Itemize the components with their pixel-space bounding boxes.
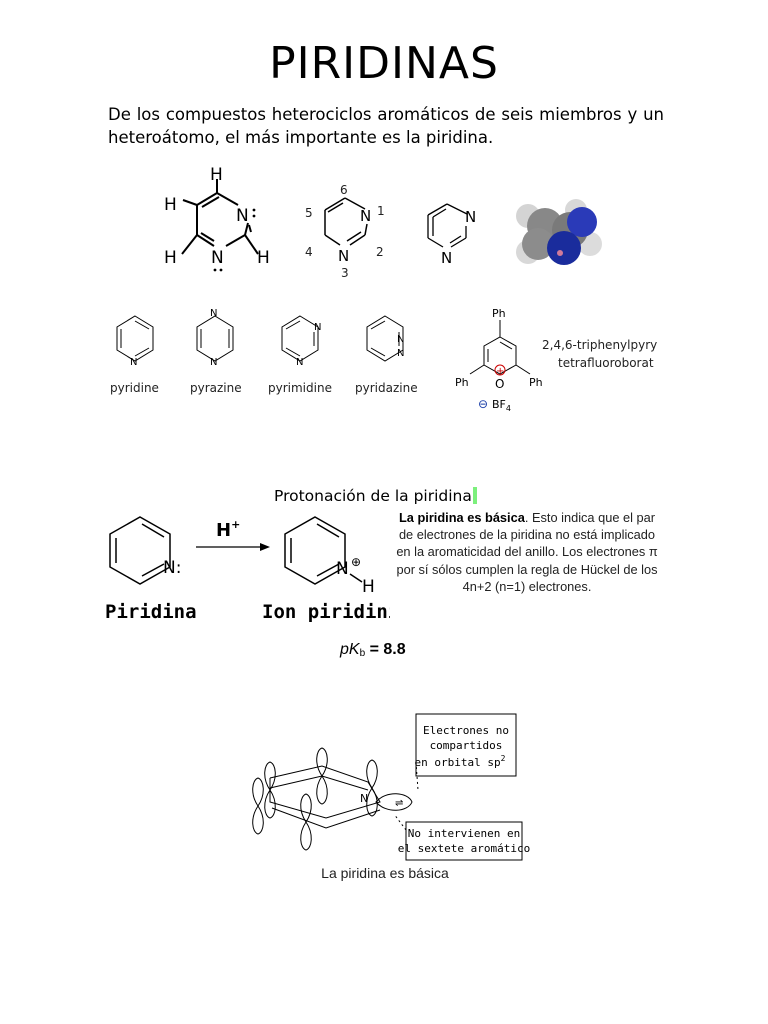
position-6: 6 (340, 183, 348, 197)
position-5: 5 (305, 206, 313, 220)
sextet-box (405, 821, 523, 861)
pyridine-n: N (130, 357, 137, 368)
pyrimidine-row: H H H H N N N N 6 5 1 4 2 3 N N (164, 165, 602, 280)
atom-h-top: H (210, 165, 223, 185)
box2-line-1: No intervienen en (408, 827, 521, 840)
reaction-arrow (260, 543, 270, 551)
atom-n3: N (338, 247, 349, 265)
left-n-atom: N: (163, 558, 181, 578)
ring-p-orbitals (252, 747, 419, 851)
protonation-reaction: N: H+ N ⊕ H Piridina Ion piridinio (105, 516, 390, 623)
pyrimidine-lewis-structure (181, 179, 259, 255)
pyridazine-n-1: N (397, 334, 404, 345)
ph-right: Ph (529, 376, 543, 389)
box2-line-2: el sextete aromático (398, 842, 530, 855)
basicity-bold: La piridina es básica (398, 510, 525, 525)
pyrimidine-numbered (324, 197, 368, 246)
basicity-explanation: La piridina es básica. Esto indica que e… (393, 509, 661, 595)
position-4: 4 (305, 245, 313, 259)
basicity-rest: . Esto indica que el par de electrones d… (396, 510, 658, 594)
atom-h-bottom-left: H (164, 248, 177, 268)
atom-n1: N (360, 207, 371, 225)
page-title: PIRIDINAS (269, 38, 499, 89)
minus-charge: ⊖ (478, 397, 488, 411)
atom-n-upper: N (236, 206, 249, 226)
label-pyrimidine: pyrimidine (268, 381, 332, 395)
label-piridina: Piridina (105, 601, 197, 623)
atom-h-bottom-right: H (257, 248, 270, 268)
pyridazine-structure (366, 315, 404, 362)
pyridazine-n-2: N (397, 348, 404, 359)
azine-row: N pyridine N N pyrazine N N pyrimidine N… (110, 307, 657, 413)
bf4-label: BF4 (492, 398, 511, 413)
orbital-diagram: Electrones no compartidos en orbital sp2… (252, 713, 530, 861)
label-ion-piridinio: Ion piridinio (262, 601, 390, 623)
protonation-title: Protonación de la piridina (274, 487, 477, 505)
pyrazine-structure (196, 315, 234, 362)
pyrimidine-plain (427, 203, 468, 248)
ph-top: Ph (492, 307, 506, 320)
salt-name-line-2: tetrafluoroborat (558, 356, 654, 370)
positive-charge: ⊕ (351, 555, 361, 569)
reagent-h: H+ (216, 518, 240, 541)
pyrazine-n-top: N (210, 308, 217, 319)
box1-line-2: compartidos (430, 739, 503, 752)
pyrimidine-small-structure (281, 315, 319, 362)
right-n-atom: N (336, 559, 349, 579)
pyrimidine-n-1: N (314, 322, 321, 333)
salt-name-line-1: 2,4,6-triphenylpyry (542, 338, 657, 352)
atom-h-left: H (164, 195, 177, 215)
plus-charge: + (496, 366, 504, 377)
atom-n-lower: N (211, 248, 224, 268)
pyrimidine-n-2: N (296, 357, 303, 368)
orbital-caption: La piridina es básica (321, 865, 449, 881)
atom-n-plain-1: N (465, 208, 476, 226)
label-pyridine: pyridine (110, 381, 159, 395)
electron-pair-arrows: ⇌ (395, 798, 403, 809)
pkb-value: pKb = 8.8 (340, 641, 406, 659)
box1-line-1: Electrones no (423, 724, 509, 737)
text-cursor-highlight (472, 487, 477, 504)
pyridinium-ring-right (284, 516, 363, 585)
position-3: 3 (341, 266, 349, 280)
lone-pair-dots (213, 208, 256, 272)
right-h-atom: H (362, 577, 375, 597)
label-pyridazine: pyridazine (355, 381, 418, 395)
protonation-title-text: Protonación de la piridina (274, 487, 472, 505)
position-1: 1 (377, 204, 385, 218)
pyrazine-n-bottom: N (210, 357, 217, 368)
atom-n-plain-2: N (441, 249, 452, 267)
lone-pair-box (415, 713, 517, 777)
orbital-n-atom: N (360, 792, 368, 805)
box1-line-3: en orbital sp2 (415, 754, 506, 769)
ph-left: Ph (455, 376, 469, 389)
position-2: 2 (376, 245, 384, 259)
intro-paragraph: De los compuestos heterociclos aromático… (108, 105, 664, 147)
pyrimidine-space-filling-model (516, 199, 602, 265)
oxygen-atom: O (495, 377, 504, 391)
pyridine-structure (116, 315, 154, 362)
pyrylium-structure (469, 320, 531, 375)
pyridine-ring-left (109, 516, 171, 585)
label-pyrazine: pyrazine (190, 381, 242, 395)
